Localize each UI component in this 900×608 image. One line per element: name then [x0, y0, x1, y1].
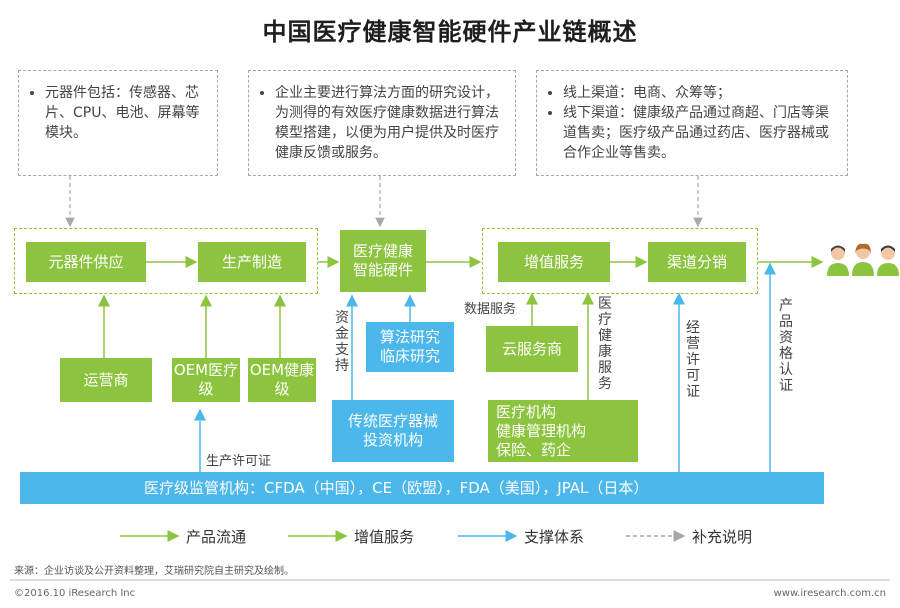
- legend-product-flow: 产品流通: [186, 528, 247, 546]
- product-qualification-label: 产品资格认证: [779, 298, 793, 394]
- legend-supplementary: 补充说明: [692, 528, 753, 546]
- business-license-label: 经营许可证: [686, 320, 700, 400]
- oem-health-label: OEM健康级: [249, 361, 315, 398]
- downstream-group: [482, 228, 758, 294]
- note-item: 企业主要进行算法方面的研究设计，为测得的有效医疗健康数据进行算法模型搭建，以便为…: [275, 83, 505, 163]
- manufacturing-box[interactable]: 生产制造: [198, 242, 306, 282]
- users-icon: [827, 243, 899, 276]
- source-footnote: 来源：企业访谈及公开资料整理，艾瑞研究院自主研究及绘制。: [14, 566, 294, 577]
- note-item: 线下渠道：健康级产品通过商超、门店等渠道售卖；医疗级产品通过药店、医疗器械或合作…: [563, 103, 837, 163]
- note-channels: 线上渠道：电商、众筹等； 线下渠道：健康级产品通过商超、门店等渠道售卖；医疗级产…: [536, 70, 848, 176]
- note-algorithm: 企业主要进行算法方面的研究设计，为测得的有效医疗健康数据进行算法模型搭建，以便为…: [248, 70, 516, 176]
- regulator-label: 医疗级监管机构：CFDA（中国），CE（欧盟），FDA（美国），JPAL（日本）: [144, 478, 649, 497]
- channel-distribution-box[interactable]: 渠道分销: [648, 242, 746, 282]
- algorithm-research-box[interactable]: 算法研究临床研究: [366, 322, 454, 372]
- cloud-service-box[interactable]: 云服务商: [486, 326, 578, 372]
- algorithm-label: 算法研究临床研究: [379, 328, 440, 365]
- components-supply-box[interactable]: 元器件供应: [26, 242, 146, 282]
- oem-medical-box[interactable]: OEM医疗级: [172, 358, 240, 402]
- note-components: 元器件包括：传感器、芯片、CPU、电池、屏幕等模块。: [18, 70, 218, 176]
- value-added-box[interactable]: 增值服务: [498, 242, 610, 282]
- oem-medical-label: OEM医疗级: [173, 361, 239, 398]
- institution-line: 保险、药企: [496, 441, 572, 459]
- note-item: 元器件包括：传感器、芯片、CPU、电池、屏幕等模块。: [45, 83, 207, 143]
- traditional-label: 传统医疗器械投资机构: [347, 412, 438, 449]
- regulator-bar[interactable]: 医疗级监管机构：CFDA（中国），CE（欧盟），FDA（美国），JPAL（日本）: [20, 472, 824, 504]
- production-license-label: 生产许可证: [206, 454, 272, 469]
- medical-health-services-label: 医疗健康服务: [598, 296, 612, 392]
- upstream-group: [14, 228, 318, 294]
- institutions-box[interactable]: 医疗机构 健康管理机构 保险、药企: [488, 400, 638, 462]
- operators-box[interactable]: 运营商: [60, 358, 152, 402]
- oem-health-box[interactable]: OEM健康级: [248, 358, 316, 402]
- page-title: 中国医疗健康智能硬件产业链概述: [262, 18, 638, 46]
- note-item: 线上渠道：电商、众筹等；: [563, 83, 837, 103]
- legend-value-added: 增值服务: [354, 528, 415, 546]
- website: www.iresearch.com.cn: [773, 588, 886, 599]
- legend-support-system: 支撑体系: [524, 528, 585, 546]
- hardware-box[interactable]: 医疗健康智能硬件: [340, 230, 426, 292]
- traditional-devices-box[interactable]: 传统医疗器械投资机构: [332, 400, 454, 462]
- capital-support-label: 资金支持: [335, 310, 349, 374]
- data-services-label: 数据服务: [464, 302, 517, 317]
- hardware-label: 医疗健康智能硬件: [352, 242, 413, 279]
- institution-line: 医疗机构: [496, 403, 557, 421]
- institution-line: 健康管理机构: [496, 422, 587, 440]
- copyright: ©2016.10 iResearch Inc: [14, 588, 136, 599]
